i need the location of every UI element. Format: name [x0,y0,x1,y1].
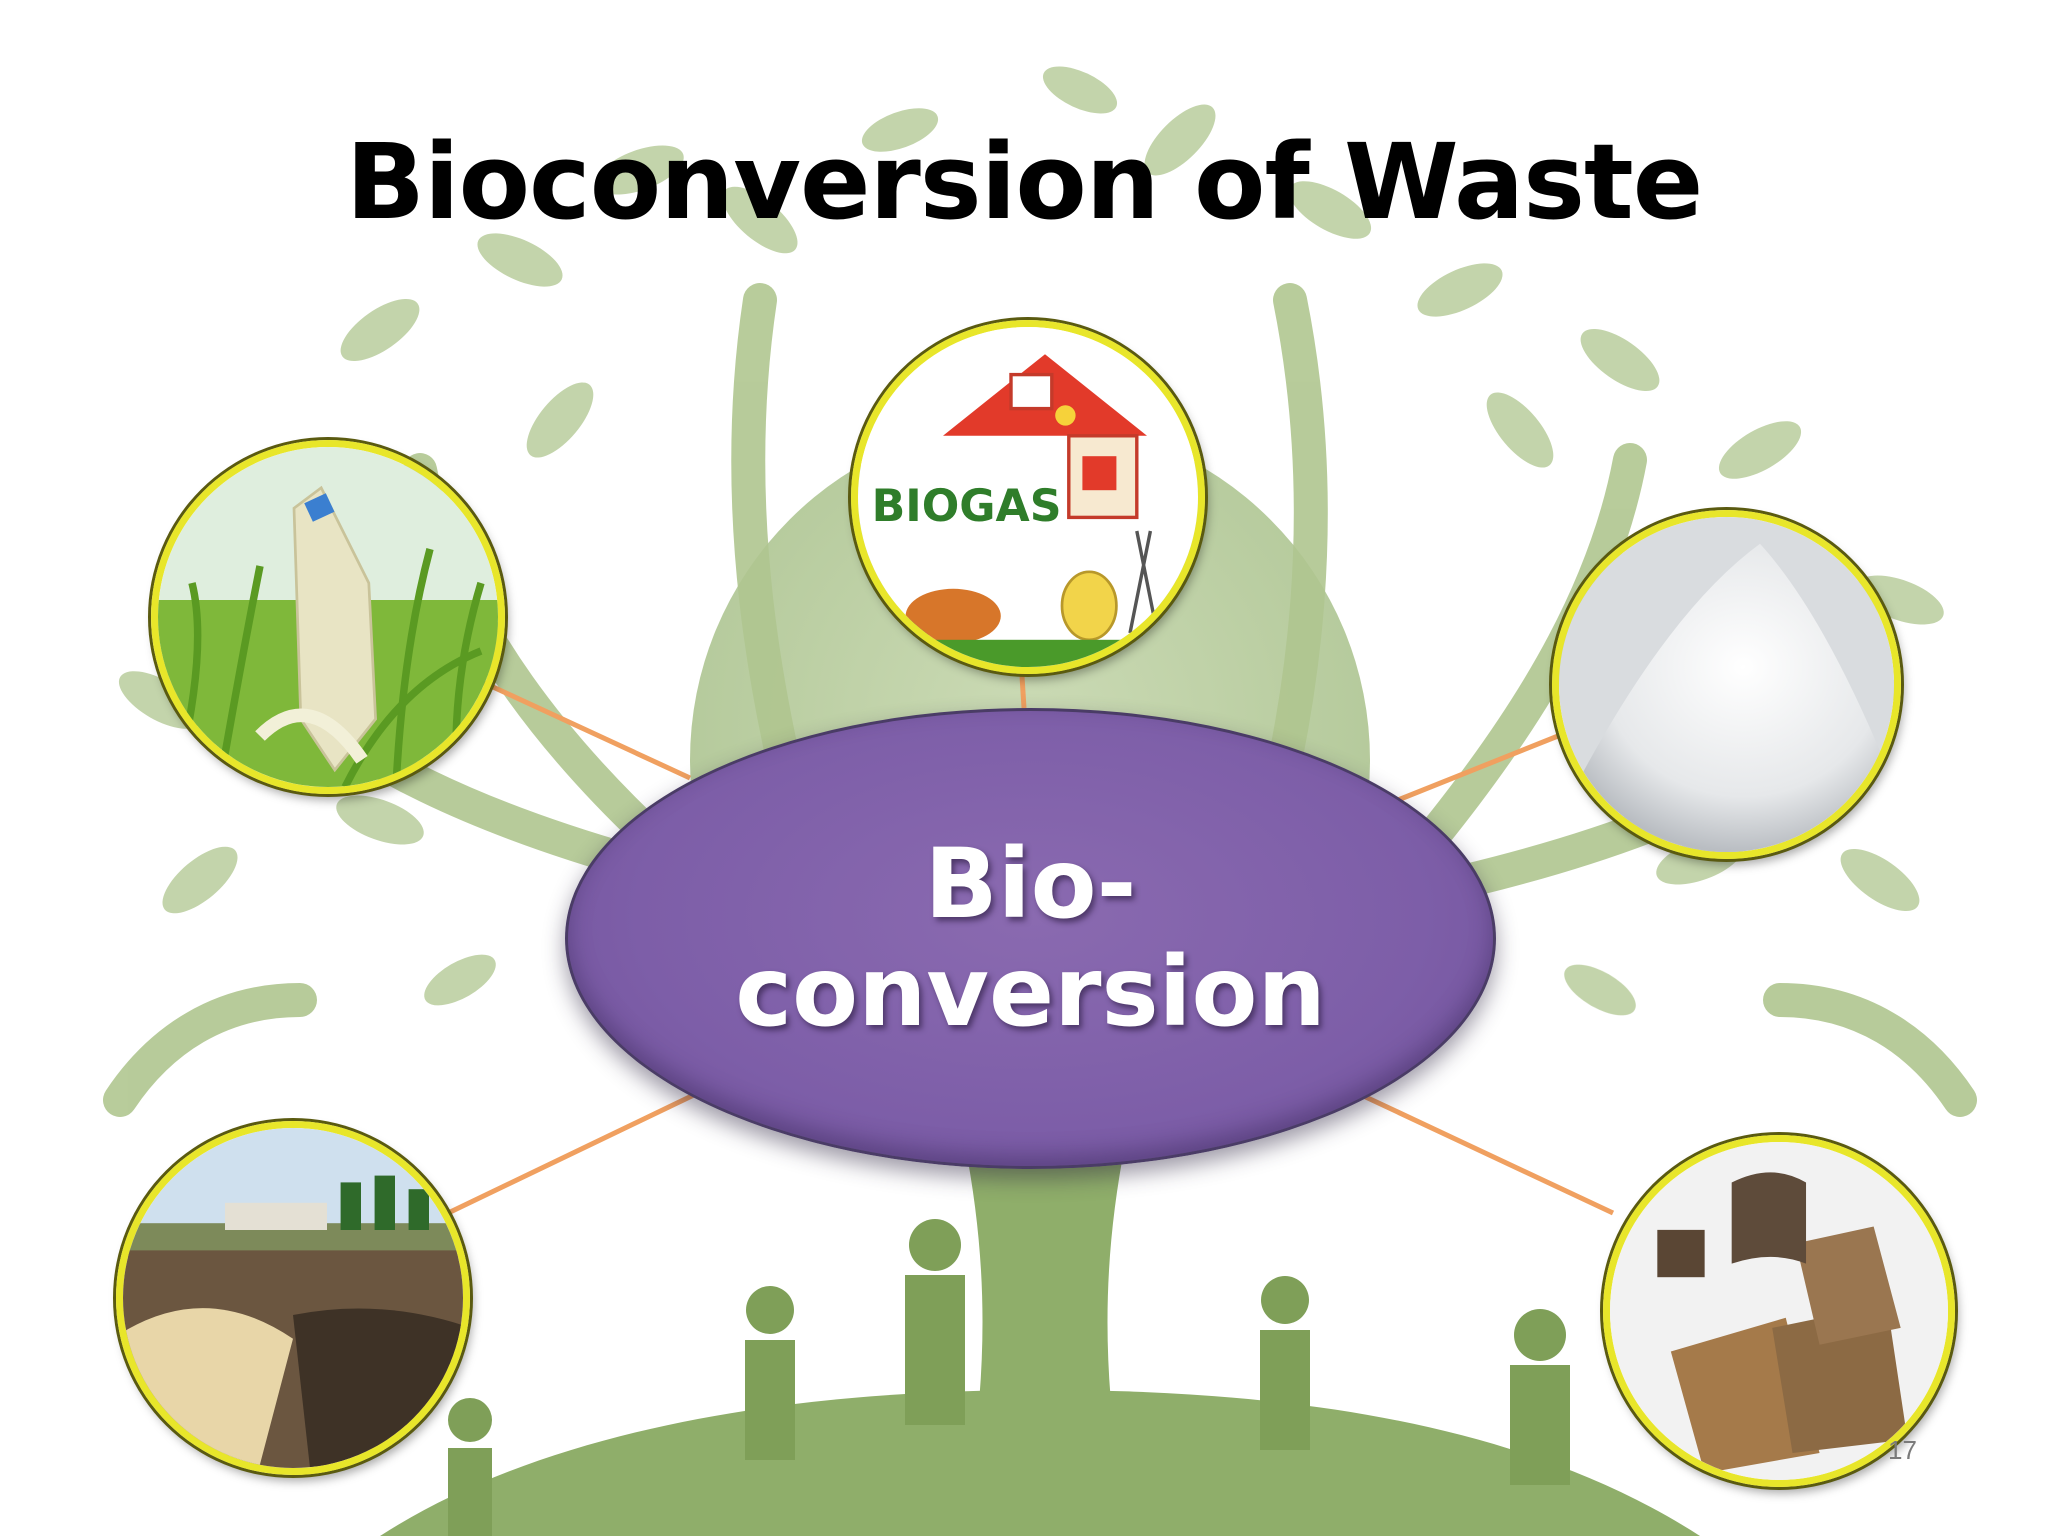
fiber-board-bubble [1603,1135,1955,1487]
biogas-bubble: BIOGAS [851,320,1205,674]
sugar-bubble [1552,510,1901,859]
maize-bioplastic-bubble [151,440,505,794]
connector-board [1353,1089,1615,1216]
hub-label: Bio- conversion [735,827,1326,1048]
compost-bubble [116,1121,470,1475]
connector-compost [442,1089,702,1218]
slide-title: Bioconversion of Waste [345,121,1704,243]
connector-sugar [1397,733,1559,803]
hub-label-line1: Bio- [924,827,1137,940]
compost-heap-icon [123,1128,463,1468]
page-number: 17 [1888,1435,1917,1465]
maize-bioplastic-bottle-icon [158,447,498,787]
biogas-farm-icon: BIOGAS [858,327,1198,667]
fiber-board-icon [1610,1142,1948,1480]
sugar-crystals-icon [1559,517,1894,852]
bioconversion-hub: Bio- conversion [565,708,1496,1169]
connector-maize [476,677,692,781]
biogas-label: BIOGAS [872,481,1062,532]
hub-label-line2: conversion [735,935,1326,1048]
